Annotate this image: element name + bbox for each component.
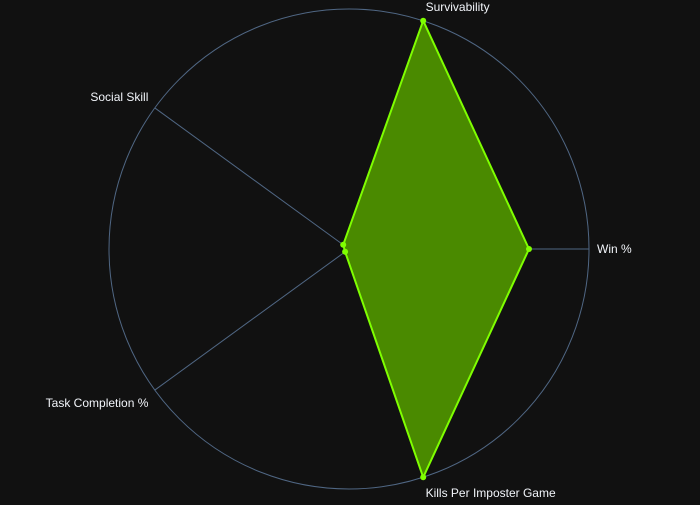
axis-label-3: Task Completion % bbox=[46, 396, 149, 410]
axis-labels: Win % Kills Per Imposter Game Task Complet… bbox=[46, 0, 632, 500]
data-point-4[interactable] bbox=[340, 241, 347, 248]
data-point-5[interactable] bbox=[420, 17, 427, 24]
series-layer bbox=[340, 17, 532, 481]
axis-spoke bbox=[154, 107, 350, 250]
data-point-1[interactable] bbox=[526, 246, 532, 252]
series-area bbox=[342, 19, 530, 479]
axis-spoke bbox=[154, 248, 350, 391]
data-point-2[interactable] bbox=[420, 474, 427, 481]
axis-label-4: Social Skill bbox=[90, 90, 148, 104]
axis-label-1: Win % bbox=[597, 242, 632, 256]
axis-label-2: Kills Per Imposter Game bbox=[426, 486, 556, 500]
axis-label-5: Survivability bbox=[426, 0, 490, 14]
data-point-3[interactable] bbox=[342, 248, 349, 255]
